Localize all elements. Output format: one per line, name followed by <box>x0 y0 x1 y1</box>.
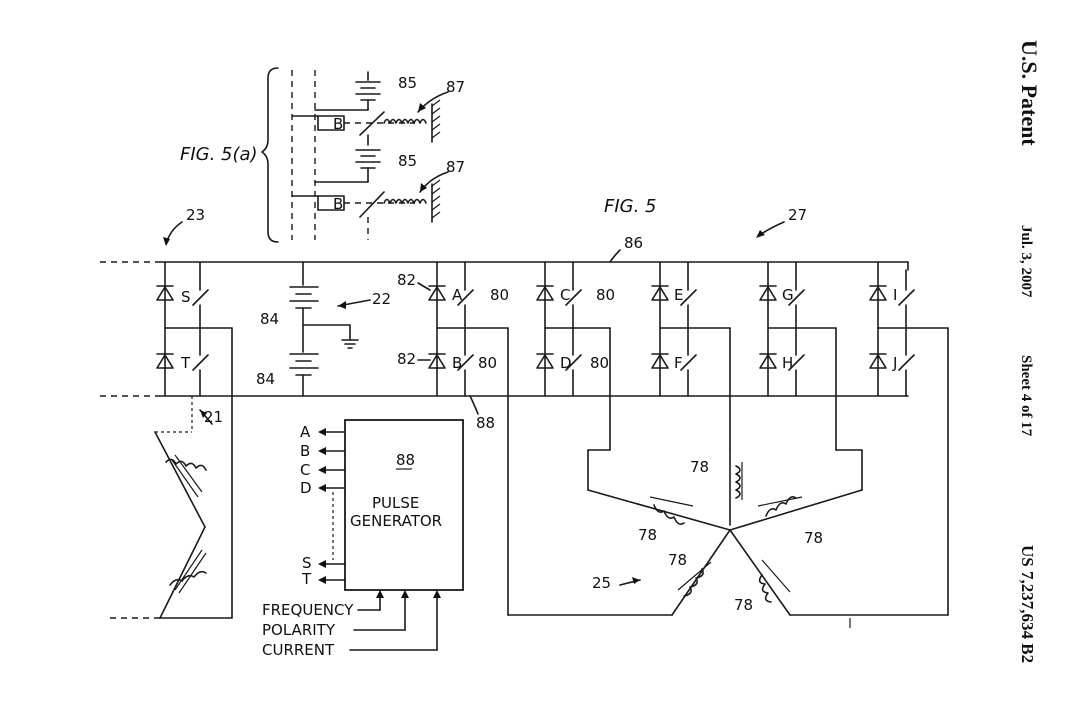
ref-80-c: 80 <box>596 286 615 304</box>
pg-input-polarity: POLARITY <box>262 621 336 639</box>
pg-output-a: A <box>300 423 311 441</box>
ref-78-lower-left: 78 <box>668 551 687 569</box>
ref-80-b: 80 <box>478 354 497 372</box>
pg-output-t: T <box>301 570 312 588</box>
ref-82-lower: 82 <box>397 350 416 368</box>
ref-82-upper: 82 <box>397 271 416 289</box>
dc-bus-lines <box>100 261 909 397</box>
ref-80-d: 80 <box>590 354 609 372</box>
ref-84-upper: 84 <box>260 310 279 328</box>
motor-25 <box>507 327 949 628</box>
header-date: Jul. 3, 2007 <box>1018 225 1034 298</box>
ref-88-bus: 88 <box>476 414 495 432</box>
header-sheet: Sheet 4 of 17 <box>1018 355 1034 437</box>
switch-letters: S T A B C D E F G H I J <box>180 286 897 372</box>
fig5a-detail: B B <box>261 67 449 243</box>
switch-label-f: F <box>674 354 683 372</box>
ref-87-upper: 87 <box>446 78 465 96</box>
pulse-generator: 88 PULSE GENERATOR A B C D S T FREQUENCY… <box>262 419 464 659</box>
fig5a-contact-lower: B <box>333 195 343 213</box>
switch-label-d: D <box>560 354 572 372</box>
switch-label-t: T <box>180 354 191 372</box>
leg-cd <box>536 261 611 397</box>
pg-output-s: S <box>302 554 312 572</box>
leg-st <box>156 261 233 397</box>
pg-output-d: D <box>300 479 312 497</box>
pulse-generator-box <box>344 419 464 591</box>
ref-87-lower: 87 <box>446 158 465 176</box>
header-publisher: U.S. Patent <box>1017 40 1042 146</box>
switch-label-e: E <box>674 286 683 304</box>
pg-output-b: B <box>300 442 310 460</box>
switch-label-a: A <box>452 286 463 304</box>
patent-header: U.S. Patent Jul. 3, 2007 Sheet 4 of 17 U… <box>1017 40 1042 663</box>
pg-output-c: C <box>300 461 310 479</box>
pg-input-current: CURRENT <box>262 641 335 659</box>
switch-label-b: B <box>452 354 462 372</box>
leg-gh <box>759 261 837 397</box>
ref-84-lower: 84 <box>256 370 275 388</box>
ref-27: 27 <box>788 206 807 224</box>
coil-center <box>735 465 741 499</box>
ref-80-a: 80 <box>490 286 509 304</box>
switch-label-g: G <box>782 286 794 304</box>
switch-label-s: S <box>181 288 191 306</box>
fig5a-contact-upper: B <box>333 115 343 133</box>
fig5-title: FIG. 5 <box>604 196 657 217</box>
leg-ef <box>651 261 731 397</box>
pg-input-frequency: FREQUENCY <box>262 601 354 619</box>
ref-78-left: 78 <box>638 526 657 544</box>
ref-21: 21 <box>204 408 223 426</box>
motor-21 <box>110 327 233 619</box>
switch-label-j: J <box>892 354 897 372</box>
ref-22: 22 <box>372 290 391 308</box>
ref-85-upper: 85 <box>398 74 417 92</box>
switch-label-h: H <box>782 354 793 372</box>
reference-numerals: 23 27 86 88 22 84 84 82 82 80 80 80 80 2… <box>163 74 823 614</box>
ref-78-center: 78 <box>690 458 709 476</box>
pulse-generator-title-2: GENERATOR <box>350 512 442 530</box>
ref-78-lower-right: 78 <box>734 596 753 614</box>
battery-bank-22 <box>289 261 371 397</box>
ref-23: 23 <box>186 206 205 224</box>
ref-86: 86 <box>624 234 643 252</box>
switch-label-i: I <box>893 286 897 304</box>
ref-85-lower: 85 <box>398 152 417 170</box>
switch-legs <box>156 261 949 397</box>
leg-ab <box>428 261 509 397</box>
pulse-generator-numeral: 88 <box>396 451 415 469</box>
pulse-generator-title-1: PULSE <box>372 494 419 512</box>
switch-label-c: C <box>560 286 570 304</box>
header-patent-number: US 7,237,634 B2 <box>1018 545 1037 663</box>
ref-78-right: 78 <box>804 529 823 547</box>
ref-25: 25 <box>592 574 611 592</box>
fig5a-title: FIG. 5(a) <box>180 144 258 165</box>
leg-ij <box>869 261 949 397</box>
